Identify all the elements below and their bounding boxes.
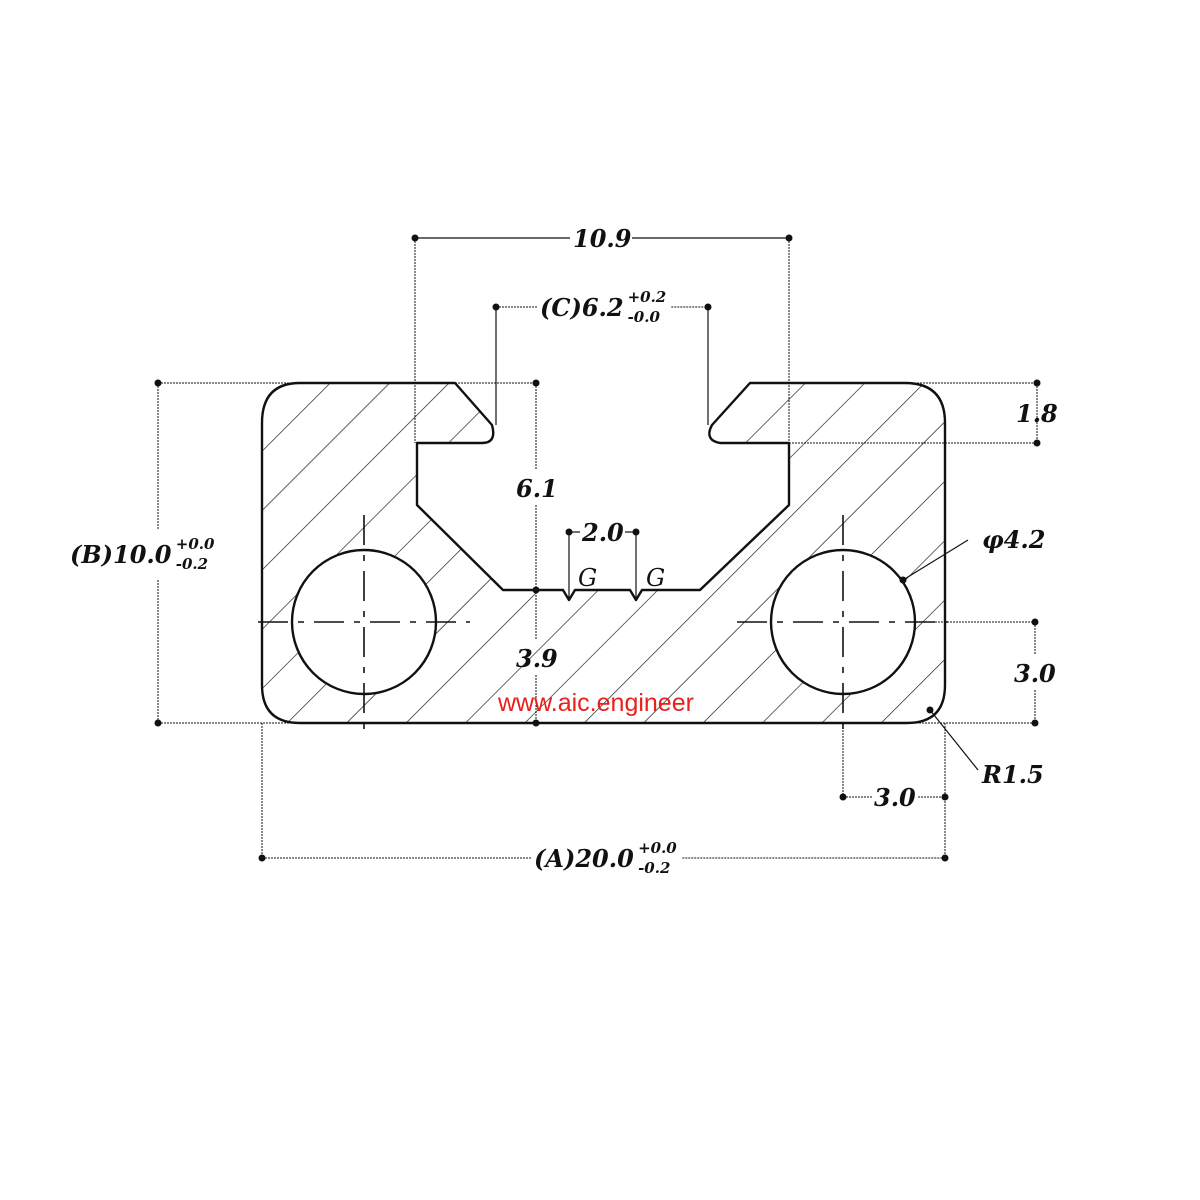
dim-slot-width-c: (C)6.2 [540,293,624,322]
dim-width-a: (A)20.0 [534,844,634,873]
dim-slot-width-c-tol-minus: -0.0 [628,308,661,326]
dimension-endpoints [154,234,1041,862]
dim-width-a-tol-minus: -0.2 [638,859,670,877]
dimension-lines [157,237,1038,859]
watermark: www.aic.engineer [497,689,694,717]
dim-bottom-thickness: 3.9 [516,644,558,673]
dim-slot-opening-outer: 10.9 [573,224,632,253]
dim-height-b-tol-minus: -0.2 [176,555,208,573]
dim-lip-thickness: 1.8 [1016,399,1058,428]
dim-hole-diameter: φ4.2 [982,525,1045,554]
groove-label-2: G [646,564,665,592]
dim-hole-center-offset: 3.0 [874,783,916,812]
dim-slot-depth: 6.1 [516,474,558,503]
dim-width-a-tol-plus: +0.0 [638,839,677,857]
dim-hole-center-height: 3.0 [1014,659,1056,688]
dim-height-b: (B)10.0 [70,540,172,569]
groove-label-1: G [578,564,597,592]
dim-groove-pitch: 2.0 [581,518,624,547]
profile-section [260,381,947,725]
dim-corner-radius: R1.5 [981,760,1044,789]
dim-height-b-tol-plus: +0.0 [176,535,215,553]
dim-slot-width-c-tol-plus: +0.2 [628,288,667,306]
